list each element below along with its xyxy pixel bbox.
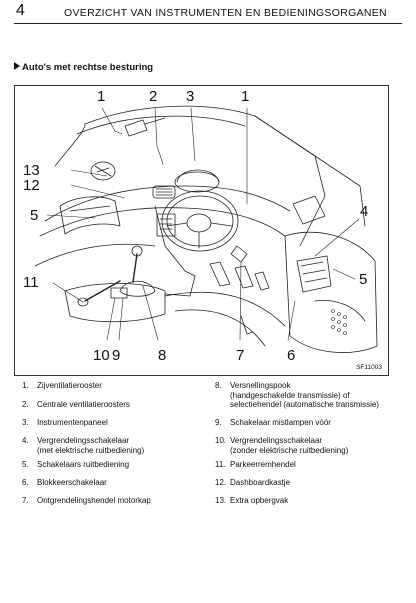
legend-item: 3. Instrumentenpaneel: [22, 418, 108, 428]
section-heading-text: Auto's met rechtse besturing: [22, 62, 154, 73]
legend-number: 6.: [22, 478, 29, 487]
callout-11-parking-brake: 11: [23, 274, 39, 291]
legend-text: Schakelaar mistlampen vóór: [230, 418, 331, 427]
interior-illustration: 1 2 3 1 13 12 5 4 11 5 10 9 8 7 6 SF1100…: [14, 85, 389, 376]
legend-text: Dashboardkastje: [230, 478, 291, 487]
legend-number: 3.: [22, 418, 29, 427]
legend-text: Blokkeerschakelaar: [37, 478, 107, 487]
callout-2-centre-vents: 2: [149, 88, 158, 105]
header-rule: [14, 23, 402, 24]
legend-item: 13.Extra opbergvak: [215, 496, 288, 506]
legend-text: Schakelaars ruitbediening: [37, 460, 130, 469]
callout-1-side-vent: 1: [97, 88, 106, 105]
legend-text: Instrumentenpaneel: [37, 418, 108, 427]
legend-number: 10.: [215, 436, 227, 445]
legend-text: Extra opbergvak: [230, 496, 289, 505]
legend-item: 5. Schakelaars ruitbediening: [22, 460, 129, 470]
legend-number: 7.: [22, 496, 29, 505]
legend-text: Ontgrendelingshendel motorkap: [37, 496, 151, 505]
callout-4-lock-switch: 4: [360, 203, 369, 220]
right-triangle-icon: [14, 62, 20, 70]
page-title: OVERZICHT VAN INSTRUMENTEN EN BEDIENINGS…: [64, 7, 387, 19]
legend-item: 10.Vergrendelingsschakelaar (zonder elek…: [215, 436, 348, 455]
legend-item: 1. Zijventilatierooster: [22, 381, 102, 391]
legend-number: 1.: [22, 381, 29, 390]
legend-number: 4.: [22, 436, 29, 445]
legend-text: Vergrendelingsschakelaar (zonder elektri…: [230, 436, 349, 455]
legend-item: 7. Ontgrendelingshendel motorkap: [22, 496, 151, 506]
legend-text: Zijventilatierooster: [37, 381, 102, 390]
legend-item: 8. Versnellingspook (handgeschakelde tran…: [215, 381, 379, 410]
legend-number: 5.: [22, 460, 29, 469]
callout-7-bonnet-release: 7: [236, 347, 245, 364]
legend-number: 9.: [215, 418, 222, 427]
legend-number: 2.: [22, 400, 29, 409]
legend-number: 8.: [215, 381, 222, 390]
callout-10-lock-switch: 10: [93, 347, 110, 364]
legend-item: 6. Blokkeerschakelaar: [22, 478, 107, 488]
callout-8-gear-lever: 8: [158, 347, 167, 364]
callout-1-side-vent-right: 1: [241, 88, 250, 105]
callout-5-window-switches-right: 5: [359, 271, 368, 288]
legend-text: Vergrendelingsschakelaar (met elektrisch…: [37, 436, 145, 455]
legend-number: 12.: [215, 478, 227, 487]
page-number: 4: [16, 2, 25, 19]
legend-item: 11. Parkeerremhendel: [215, 460, 296, 470]
legend-text: Centrale ventilatieroosters: [37, 400, 130, 409]
legend-item: 4. Vergrendelingsschakelaar (met elektris…: [22, 436, 144, 455]
interior-drawing: [34, 105, 378, 353]
callout-5-window-switches: 5: [30, 207, 39, 224]
legend-number: 13.: [215, 496, 227, 505]
legend-number: 11.: [215, 460, 226, 469]
legend-item: 9. Schakelaar mistlampen vóór: [215, 418, 331, 428]
legend-item: 2. Centrale ventilatieroosters: [22, 400, 130, 410]
legend-text: Versnellingspook (handgeschakelde transm…: [230, 381, 379, 409]
legend-item: 12.Dashboardkastje: [215, 478, 290, 488]
section-heading: Auto's met rechtse besturing: [14, 62, 153, 73]
figure-code: SF11003: [356, 364, 382, 371]
callout-3-instrument-panel: 3: [186, 88, 195, 105]
callout-9-fog-lamp-switch: 9: [112, 347, 121, 364]
callout-12-glovebox: 12: [23, 177, 40, 194]
callout-13-storage: 13: [23, 162, 40, 179]
legend-text: Parkeerremhendel: [230, 460, 296, 469]
callout-6-block-switch: 6: [287, 347, 296, 364]
